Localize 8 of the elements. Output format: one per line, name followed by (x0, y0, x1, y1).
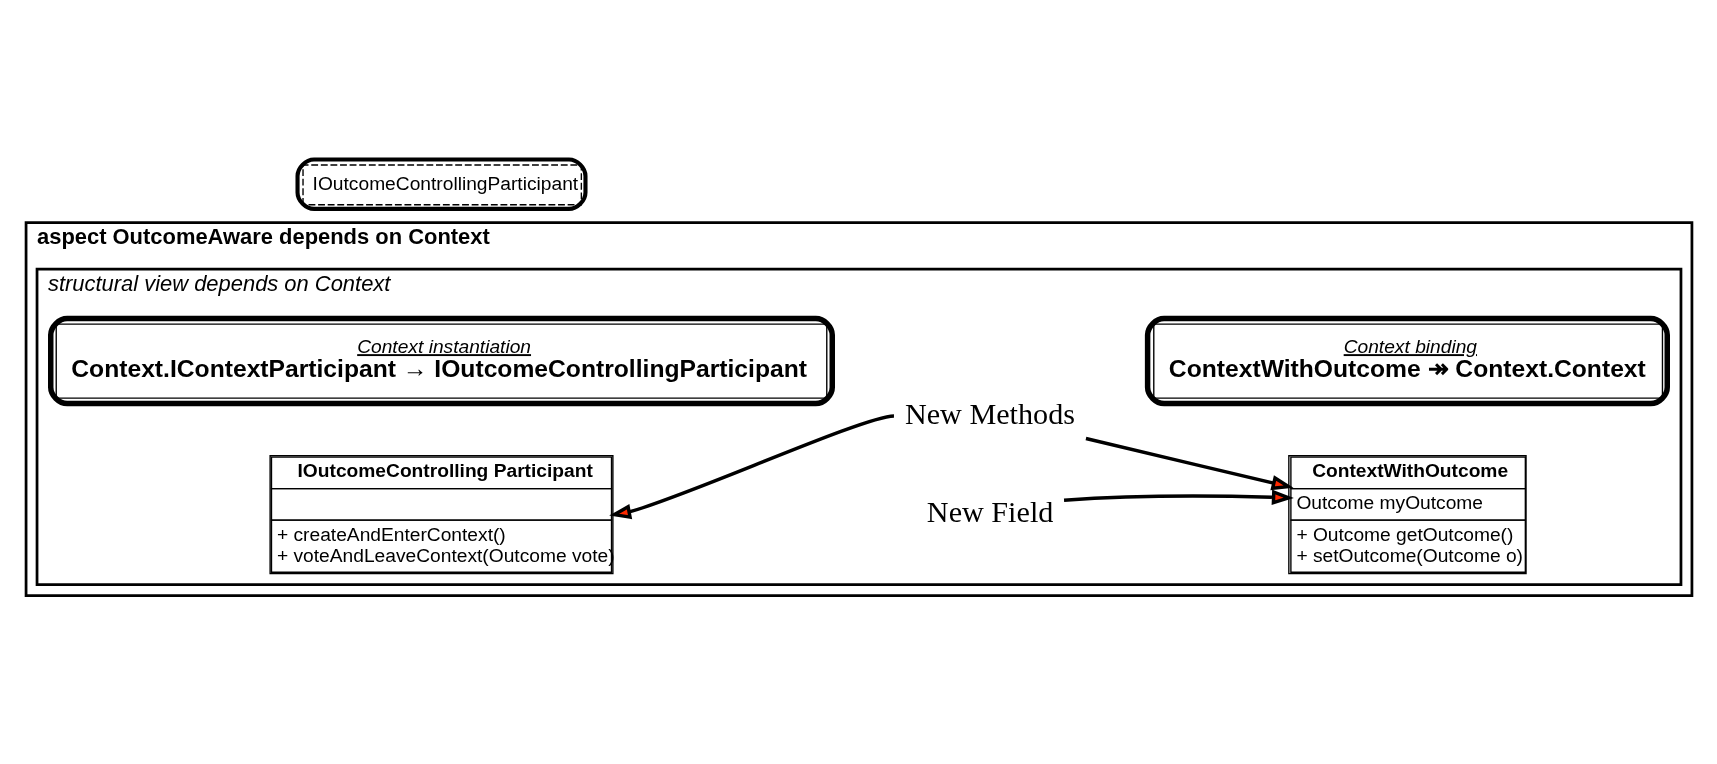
node-box: Context instantiation Context.IContextParticipant → IOutcomeControllingParticipant (47, 315, 835, 407)
arrow (1085, 436, 1294, 491)
node-text: New Methods (904, 396, 1075, 431)
node-text: New Field (926, 495, 1053, 530)
node-box: IOutcomeControllingParticipant (295, 157, 588, 211)
node-box: Context binding ContextWithOutcome ↠ Context.Context (1144, 315, 1670, 407)
arrow (608, 414, 894, 520)
arrow (1063, 489, 1294, 505)
